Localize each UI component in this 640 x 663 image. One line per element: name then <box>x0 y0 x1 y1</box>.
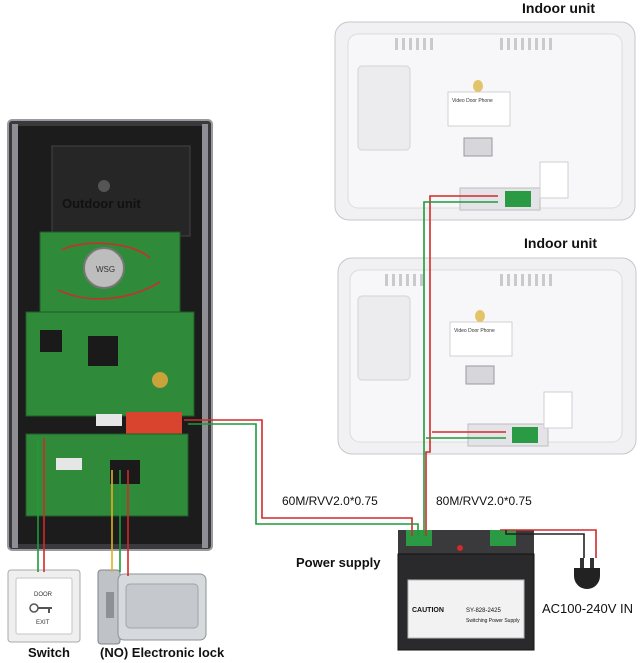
wire-ac-black <box>505 530 585 558</box>
wiring-sticker-top <box>539 161 569 199</box>
wires <box>37 195 597 576</box>
switch-label: Switch <box>28 645 70 660</box>
badge-logo <box>475 310 485 322</box>
lock-bolt <box>106 592 114 618</box>
terminal-block-top <box>505 191 531 207</box>
indoor-unit-bottom-label: Indoor unit <box>524 235 598 251</box>
indoor-unit-top-label: Indoor unit <box>522 0 596 16</box>
vent-slots-top <box>395 38 552 50</box>
outdoor-unit-label: Outdoor unit <box>62 196 141 211</box>
psu-model: SY-828-2425 <box>466 608 501 614</box>
wiring-sticker-bottom <box>543 391 573 429</box>
lock-label: (NO) Electronic lock <box>100 645 225 660</box>
psu-terminal-left <box>406 530 432 546</box>
vent-slots-bottom <box>385 274 552 286</box>
wire-indoor-top-green <box>423 201 498 536</box>
frame-rail-left <box>12 124 18 548</box>
relay-block <box>126 412 182 434</box>
speaker <box>83 247 125 289</box>
terminal-block-bottom <box>512 427 538 443</box>
cable-right-label: 80M/RVV2.0*0.75 <box>436 494 532 508</box>
spec-label <box>447 91 511 127</box>
lower-pcb <box>25 433 189 517</box>
outdoor-unit: WSG <box>7 119 213 551</box>
badge-logo <box>473 80 483 92</box>
frame-rail-right <box>202 124 208 548</box>
ac-plug-icon <box>574 558 600 589</box>
indoor-unit-bottom: Video Door Phone <box>337 257 637 455</box>
mount-hook <box>465 365 495 385</box>
power-supply-unit: CAUTION SY-828-2425 Switching Power Supp… <box>397 530 535 651</box>
chip <box>110 460 140 484</box>
wire-outdoor-green <box>188 423 419 536</box>
wire-indoor-top-red <box>425 195 498 536</box>
door-plate-bottom: EXIT <box>36 620 50 626</box>
chip <box>40 330 62 352</box>
ac-input-label: AC100-240V IN <box>542 601 634 616</box>
psu-caution: CAUTION <box>412 607 444 614</box>
mount-hook <box>463 137 493 157</box>
camera-housing <box>51 145 191 237</box>
camera-lens <box>98 180 110 192</box>
psu-label <box>407 579 525 639</box>
battery-cover <box>357 65 411 151</box>
chip <box>88 336 118 366</box>
psu-type: Switching Power Supply <box>466 618 520 624</box>
cable-left-label: 60M/RVV2.0*0.75 <box>282 494 378 508</box>
spec-label <box>449 321 513 357</box>
exit-switch: DOOR EXIT <box>7 569 81 643</box>
door-plate-top: DOOR <box>34 592 53 598</box>
capacitor <box>152 372 168 388</box>
power-supply-label: Power supply <box>296 555 381 570</box>
speaker-brand: WSG <box>96 265 115 274</box>
indoor-unit-top: Video Door Phone <box>334 21 636 221</box>
power-led <box>457 545 463 551</box>
electronic-lock <box>97 569 207 645</box>
indoor-badge-bottom: Video Door Phone <box>454 328 495 334</box>
indoor-badge-top: Video Door Phone <box>452 98 493 104</box>
wire-ac-red <box>500 529 597 558</box>
connector <box>56 458 82 470</box>
battery-cover <box>357 295 411 381</box>
connector <box>96 414 122 426</box>
key-icon <box>29 603 52 613</box>
psu-terminal-right <box>490 530 516 546</box>
